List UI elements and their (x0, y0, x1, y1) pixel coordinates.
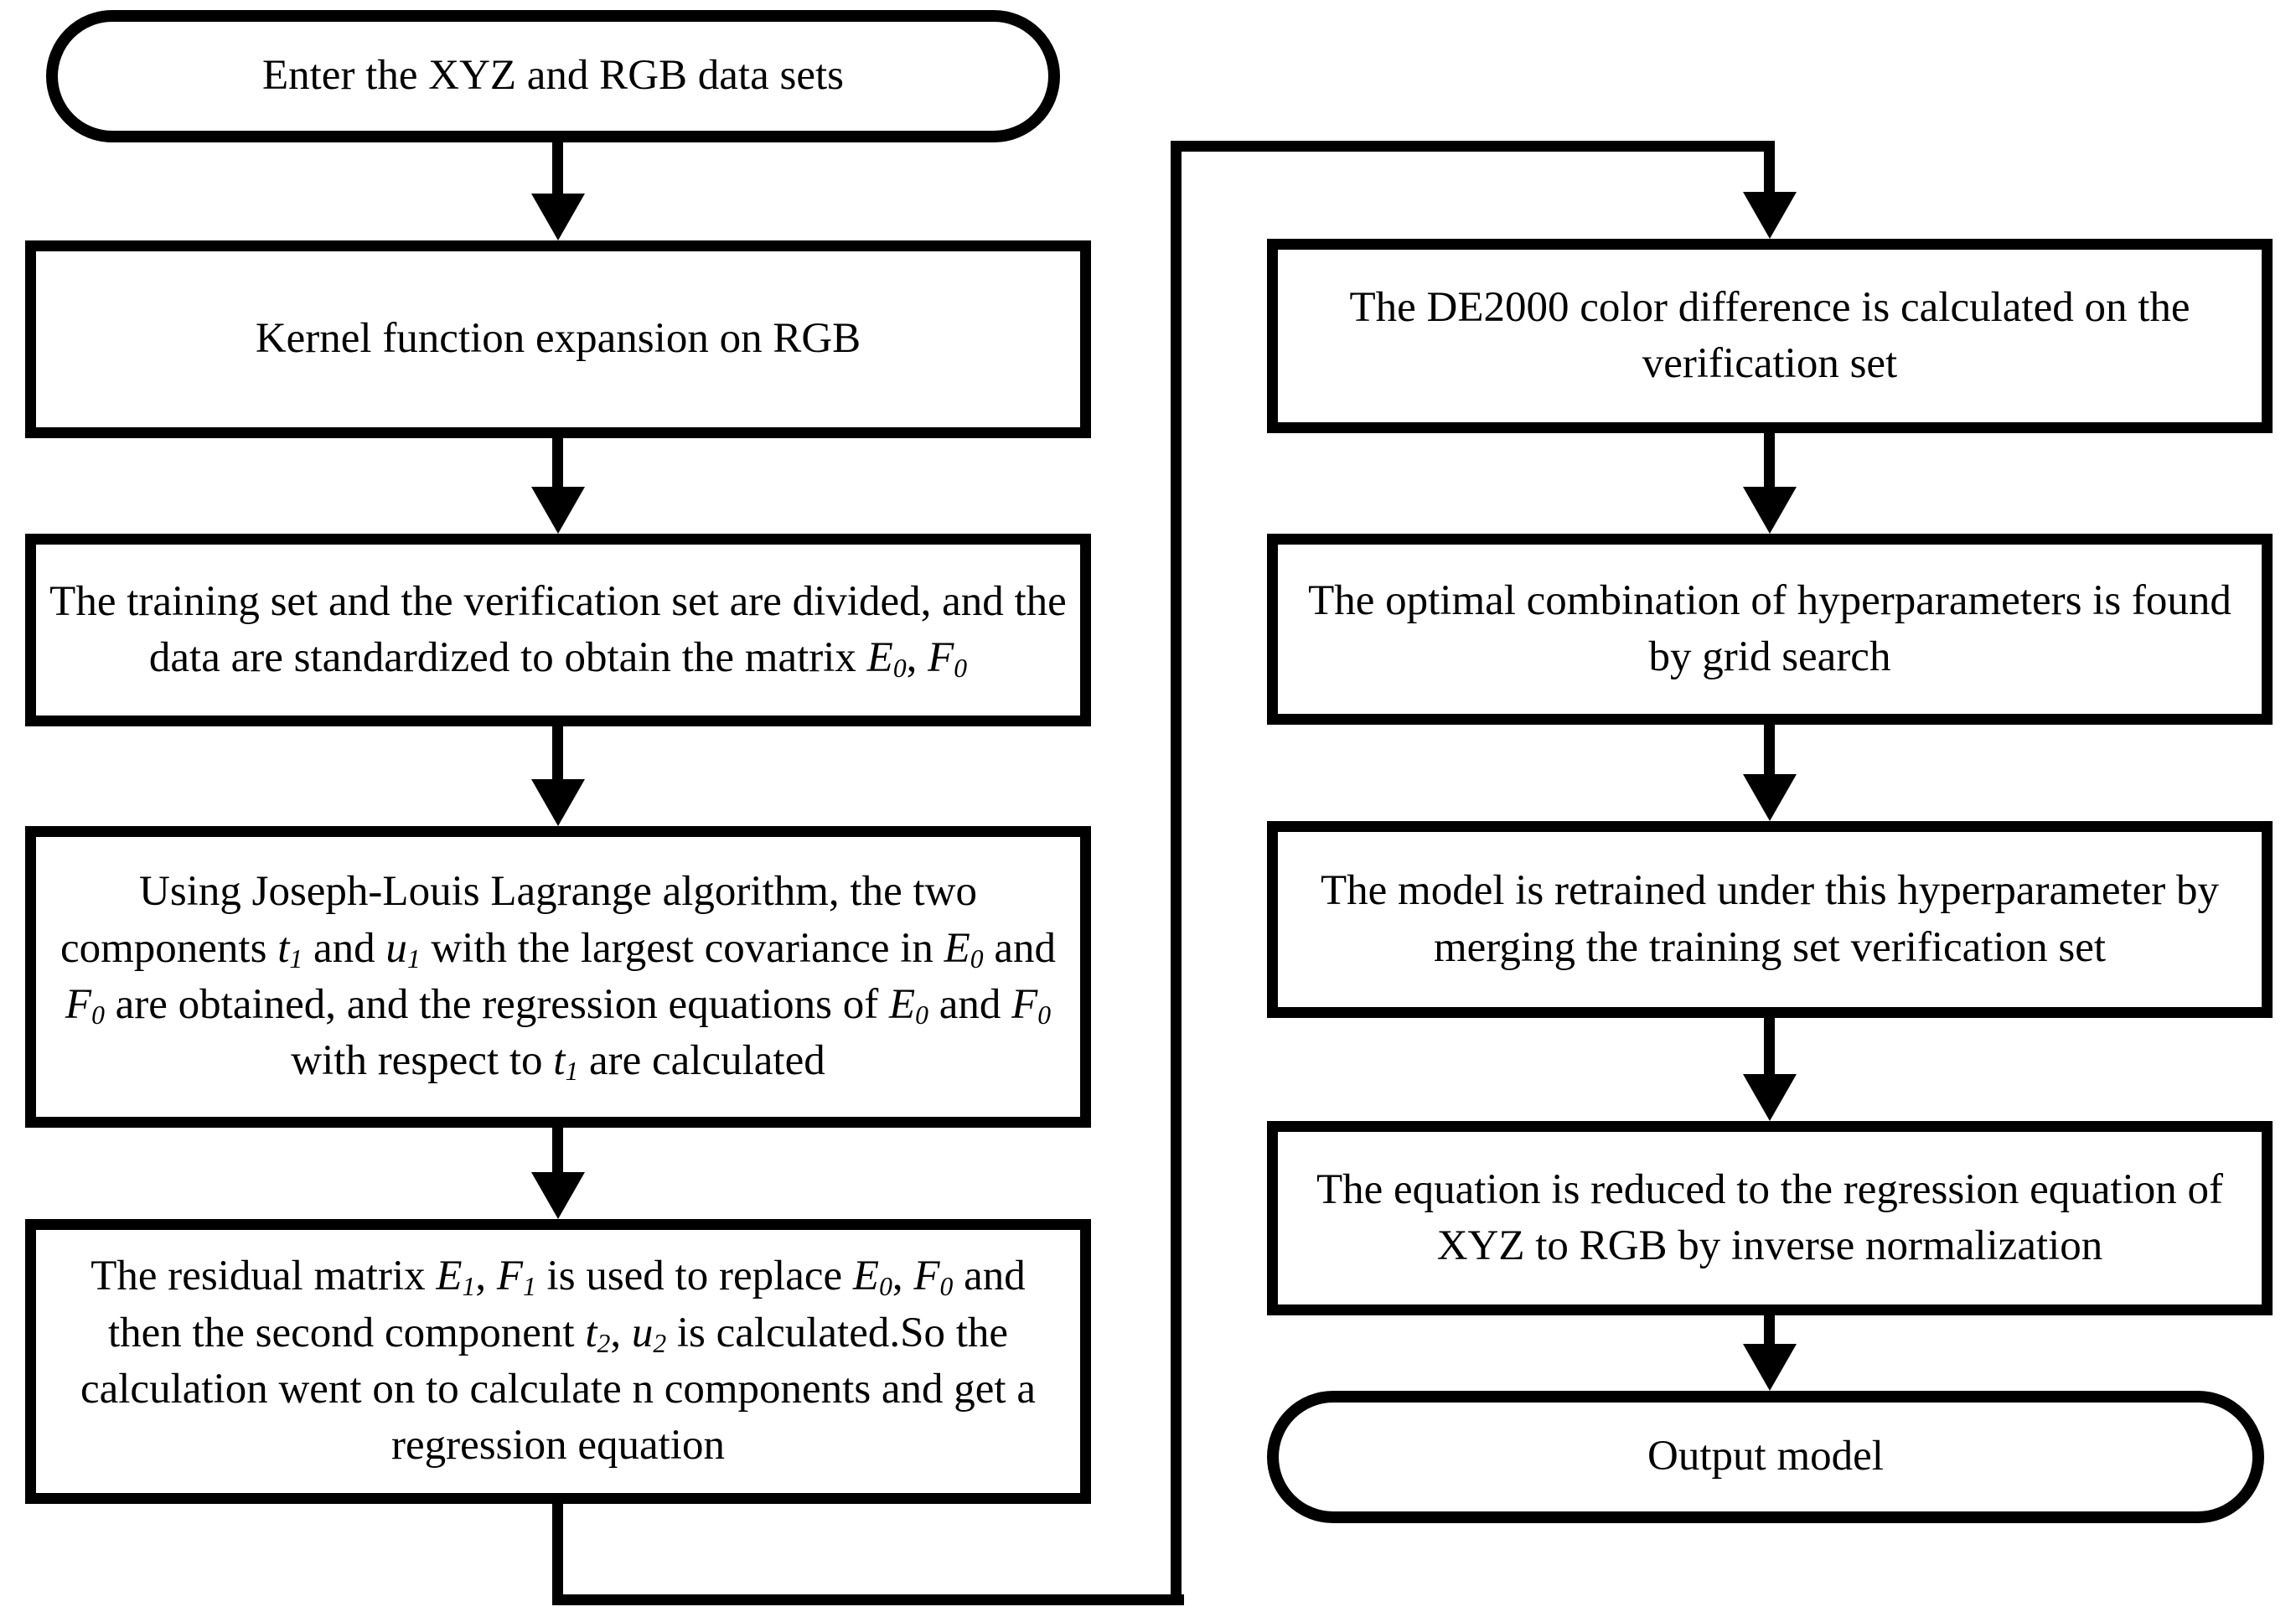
arrow-head (531, 487, 585, 534)
connector-segment-down (552, 1504, 563, 1605)
arrow-shaft (552, 1128, 563, 1175)
node-residual-process: The residual matrix E1, F1 is used to re… (25, 1219, 1091, 1504)
arrow-kernel-to-split-icon (531, 438, 585, 534)
node-de2000-label: The DE2000 color difference is calculate… (1349, 283, 2190, 387)
node-de2000-process: The DE2000 color difference is calculate… (1267, 239, 2273, 433)
arrow-head (1743, 192, 1797, 239)
arrow-shaft (1764, 433, 1775, 490)
node-gridsearch-label: The optimal combination of hyperparamete… (1308, 576, 2231, 680)
node-residual-label: The residual matrix E1, F1 is used to re… (80, 1253, 1036, 1470)
node-kernel-label: Kernel function expansion on RGB (255, 315, 861, 363)
arrow-connector-to-de2000-icon (1743, 152, 1797, 239)
node-output-label: Output model (1647, 1433, 1884, 1480)
arrow-shaft (552, 726, 563, 783)
node-inverse-normalization-process: The equation is reduced to the regressio… (1267, 1121, 2273, 1315)
node-output-terminator: Output model (1267, 1391, 2264, 1523)
arrow-head (1743, 774, 1797, 821)
arrow-shaft (1764, 725, 1775, 778)
arrow-retrain-to-inverse-icon (1743, 1018, 1797, 1121)
arrow-de2000-to-gridsearch-icon (1743, 433, 1797, 534)
arrow-head (1743, 1074, 1797, 1121)
arrow-shaft (1764, 1315, 1775, 1347)
connector-segment-bottom (552, 1594, 1184, 1605)
node-inverse-normalization-label: The equation is reduced to the regressio… (1316, 1165, 2223, 1269)
node-retrain-process: The model is retrained under this hyperp… (1267, 821, 2273, 1018)
arrow-shaft (552, 438, 563, 490)
node-lagrange-process: Using Joseph-Louis Lagrange algorithm, t… (25, 826, 1091, 1128)
arrow-start-to-kernel-icon (531, 142, 585, 240)
arrow-inverse-to-output-icon (1743, 1315, 1797, 1391)
node-split-standardize-label: The training set and the verification se… (49, 577, 1067, 683)
arrow-lagrange-to-residual-icon (531, 1128, 585, 1219)
node-start-terminator: Enter the XYZ and RGB data sets (46, 10, 1060, 142)
connector-segment-up (1171, 141, 1182, 1605)
node-split-standardize-process: The training set and the verification se… (25, 534, 1091, 726)
arrow-head (531, 194, 585, 240)
arrow-head (1743, 487, 1797, 534)
arrow-shaft (552, 142, 563, 197)
arrow-head (531, 1172, 585, 1219)
node-kernel-process: Kernel function expansion on RGB (25, 240, 1091, 438)
arrow-shaft (1764, 152, 1775, 195)
arrow-head (531, 779, 585, 826)
node-start-label: Enter the XYZ and RGB data sets (261, 52, 844, 100)
arrow-head (1743, 1344, 1797, 1391)
arrow-gridsearch-to-retrain-icon (1743, 725, 1797, 821)
node-gridsearch-process: The optimal combination of hyperparamete… (1267, 534, 2273, 725)
connector-segment-top (1171, 141, 1775, 152)
arrow-split-to-lagrange-icon (531, 726, 585, 826)
node-retrain-label: The model is retrained under this hyperp… (1320, 867, 2220, 971)
node-lagrange-label: Using Joseph-Louis Lagrange algorithm, t… (59, 868, 1056, 1087)
arrow-shaft (1764, 1018, 1775, 1077)
